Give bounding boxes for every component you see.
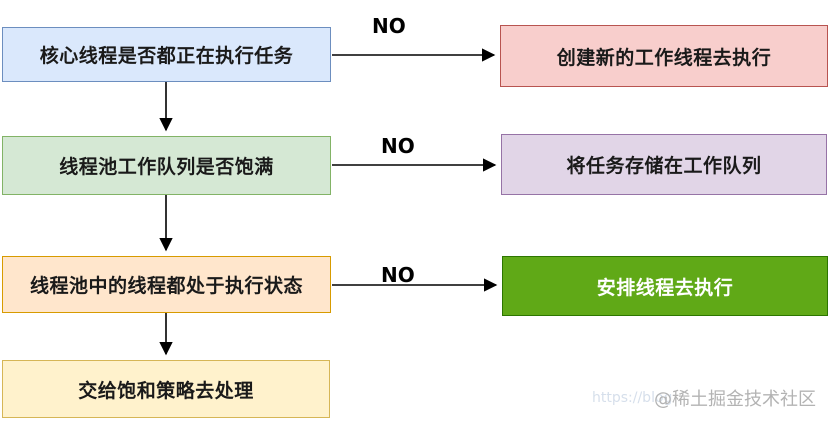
node-work-queue-full-question: 线程池工作队列是否饱满 <box>2 136 331 195</box>
node-create-new-worker-thread: 创建新的工作线程去执行 <box>500 25 828 87</box>
watermark-url: https://blog <box>592 390 673 406</box>
node-all-threads-executing-question: 线程池中的线程都处于执行状态 <box>2 256 331 313</box>
edge-label-no-2: NO <box>381 134 415 158</box>
node-schedule-thread-execute: 安排线程去执行 <box>502 256 828 316</box>
edge-label-no-3: NO <box>381 263 415 287</box>
node-core-threads-busy-question: 核心线程是否都正在执行任务 <box>2 27 331 82</box>
node-store-task-in-queue: 将任务存储在工作队列 <box>501 134 827 195</box>
edge-label-no-1: NO <box>372 14 406 38</box>
node-saturation-policy: 交给饱和策略去处理 <box>2 360 330 418</box>
watermark-community-handle: @稀土掘金技术社区 <box>654 389 816 410</box>
